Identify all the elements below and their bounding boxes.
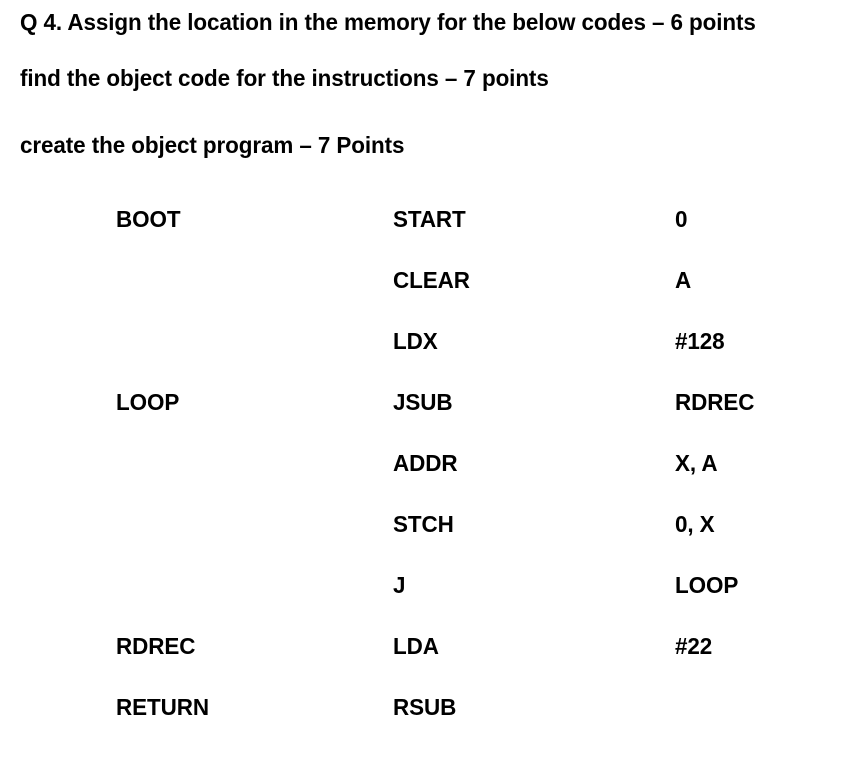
code-mnemonic: ADDR bbox=[393, 450, 458, 476]
code-row: RDREC LDA #22 bbox=[0, 616, 862, 677]
code-row: LOOP JSUB RDREC bbox=[0, 372, 862, 433]
question-line-1: Q 4. Assign the location in the memory f… bbox=[20, 9, 756, 35]
code-label: RETURN bbox=[116, 694, 209, 720]
code-row: RETURN RSUB bbox=[0, 677, 862, 738]
code-mnemonic: CLEAR bbox=[393, 267, 470, 293]
code-row: J LOOP bbox=[0, 555, 862, 616]
code-row: LDX #128 bbox=[0, 311, 862, 372]
code-mnemonic: J bbox=[393, 572, 406, 598]
question-line-3: create the object program – 7 Points bbox=[20, 132, 405, 158]
code-row: STCH 0, X bbox=[0, 494, 862, 555]
code-row: BOOT START 0 bbox=[0, 189, 862, 250]
code-row: ADDR X, A bbox=[0, 433, 862, 494]
code-operand: X, A bbox=[675, 450, 718, 476]
code-operand: 0 bbox=[675, 206, 688, 232]
question-line-2: find the object code for the instruction… bbox=[20, 65, 549, 91]
code-operand: A bbox=[675, 267, 692, 293]
code-operand: #22 bbox=[675, 633, 713, 659]
code-row: CLEAR A bbox=[0, 250, 862, 311]
code-mnemonic: LDX bbox=[393, 328, 438, 354]
code-mnemonic: LDA bbox=[393, 633, 439, 659]
assembly-code-listing: BOOT START 0 CLEAR A LDX #128 LOOP JSUB … bbox=[0, 189, 862, 738]
code-mnemonic: START bbox=[393, 206, 466, 232]
code-label: RDREC bbox=[116, 633, 196, 659]
code-operand: RDREC bbox=[675, 389, 755, 415]
code-mnemonic: RSUB bbox=[393, 694, 457, 720]
code-mnemonic: JSUB bbox=[393, 389, 453, 415]
code-mnemonic: STCH bbox=[393, 511, 454, 537]
code-label: BOOT bbox=[116, 206, 181, 232]
code-label: LOOP bbox=[116, 389, 180, 415]
code-operand: 0, X bbox=[675, 511, 715, 537]
question-prompt-block: Q 4. Assign the location in the memory f… bbox=[20, 0, 862, 179]
code-operand: LOOP bbox=[675, 572, 739, 598]
code-operand: #128 bbox=[675, 328, 725, 354]
